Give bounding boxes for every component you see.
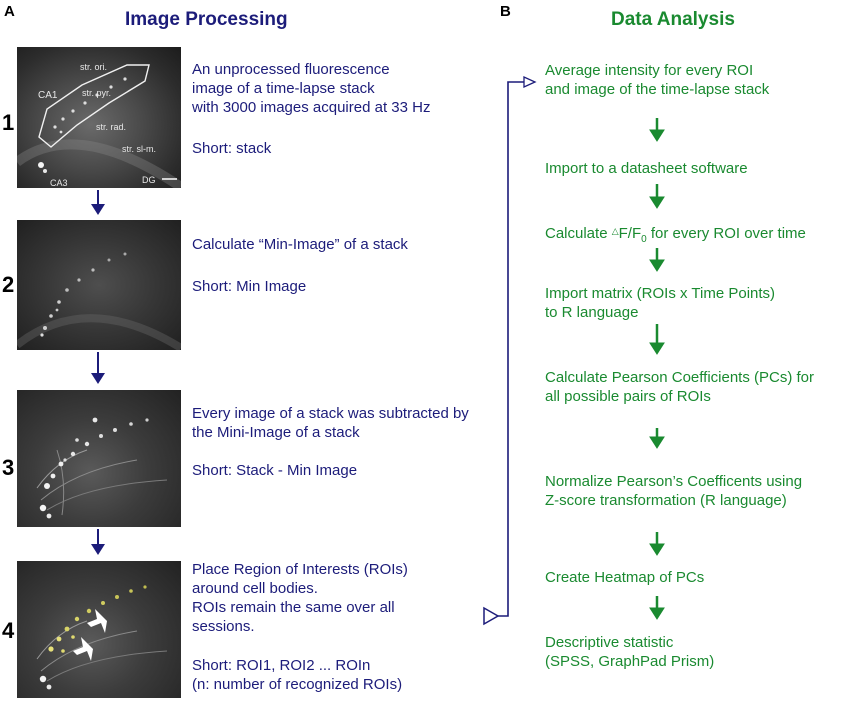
feedback-connector-line [498, 81, 528, 617]
green-arrows [649, 118, 665, 620]
step-1-description: An unprocessed fluorescence image of a t… [192, 61, 431, 116]
step-number-1: 1 [2, 110, 15, 135]
microscopy-image-rois [17, 561, 181, 698]
step-2-description: Calculate “Min-Image” of a stack [192, 236, 408, 253]
roi-cells-with-arrows [36, 585, 168, 690]
arrow-indicator-roi-2 [73, 637, 93, 661]
panel-title-image-processing: Image Processing [125, 9, 288, 30]
microscopy-image-stack-minus-min [17, 390, 181, 527]
analysis-step-calculate-label: Calculate [545, 225, 612, 242]
arrow-step-3-to-4 [91, 544, 105, 555]
step-number-3: 3 [2, 455, 15, 480]
label-str-slm: str. sl-m. [122, 144, 156, 154]
microscopy-image-min-image [17, 220, 181, 350]
f-over-f: F/F [618, 225, 642, 242]
f-subscript: 0 [641, 234, 647, 245]
analysis-step-descriptive-statistic: Descriptive statistic (SPSS, GraphPad Pr… [545, 634, 715, 670]
step-number-4: 4 [2, 618, 15, 643]
open-arrow-end [523, 75, 537, 89]
analysis-step-import-matrix: Import matrix (ROIs x Time Points) to R … [545, 285, 776, 321]
label-dg: DG [142, 175, 156, 185]
analysis-step-average-intensity: Average intensity for every ROI and imag… [545, 62, 770, 98]
label-str-rad: str. rad. [96, 122, 127, 132]
label-str-ori: str. ori. [80, 62, 108, 72]
arrow-indicator-roi-1 [87, 609, 107, 633]
arrow-step-2-to-3 [91, 373, 105, 384]
hippocampus-overlay [17, 64, 181, 188]
step-number-2: 2 [2, 272, 15, 297]
analysis-step-heatmap: Create Heatmap of PCs [545, 569, 705, 586]
analysis-step-import-datasheet: Import to a datasheet software [545, 160, 748, 177]
microscopy-image-raw-stack: str. ori. CA1 str. pyr. str. rad. str. s… [17, 47, 181, 188]
panel-title-data-analysis: Data Analysis [611, 9, 735, 30]
label-str-pyr: str. pyr. [82, 88, 112, 98]
analysis-step-pearson: Calculate Pearson Coefficients (PCs) for… [545, 369, 815, 405]
label-ca1: CA1 [38, 90, 58, 101]
step-2-short: Short: Min Image [192, 278, 307, 295]
step-3-description: Every image of a stack was subtracted by… [192, 405, 469, 441]
arrow-step-1-to-2 [91, 204, 105, 215]
formula-rest: for every ROI over time [646, 225, 806, 242]
step-4-short: Short: ROI1, ROI2 ... ROIn (n: number of… [192, 657, 403, 693]
roi-outline-str-pyr [38, 64, 150, 148]
step-1-short: Short: stack [192, 140, 272, 157]
step-4-description: Place Region of Interests (ROIs) around … [192, 561, 408, 635]
analysis-step-normalize: Normalize Pearson’s Coefficents using Z-… [545, 473, 803, 509]
analysis-step-calculate-df: Calculate △F/F0 for every ROI over time [545, 222, 806, 249]
delta-symbol: △ [611, 226, 619, 236]
min-image-cells [17, 252, 181, 350]
subtracted-stack-cells [36, 417, 168, 519]
step-3-short: Short: Stack - Min Image [192, 462, 358, 479]
panel-letter-b: B [500, 3, 511, 20]
label-ca3: CA3 [50, 178, 68, 188]
open-arrow-start [483, 606, 500, 626]
panel-letter-a: A [4, 3, 15, 20]
